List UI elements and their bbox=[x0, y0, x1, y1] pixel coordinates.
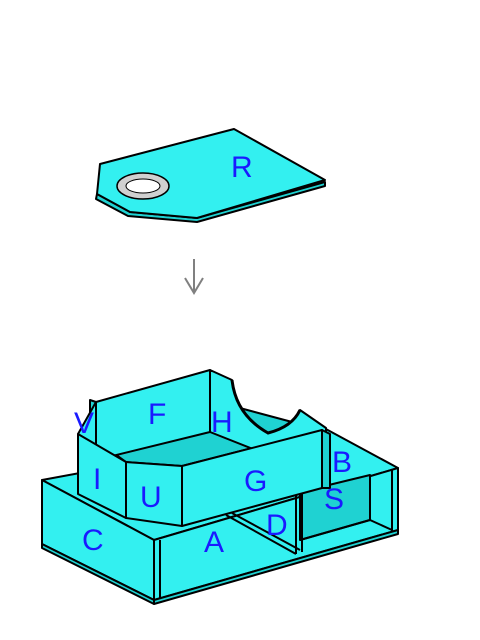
label-s: S bbox=[324, 483, 344, 516]
label-a: A bbox=[204, 526, 224, 559]
upper-walls bbox=[77, 369, 331, 527]
label-i: I bbox=[93, 463, 101, 496]
label-v: V bbox=[74, 407, 94, 440]
part-r-plate: R bbox=[95, 128, 326, 223]
label-h: H bbox=[211, 406, 233, 439]
label-g: G bbox=[244, 465, 267, 498]
label-c: C bbox=[82, 524, 104, 557]
down-arrow-icon bbox=[184, 259, 204, 295]
label-r: R bbox=[231, 151, 253, 184]
label-f: F bbox=[148, 398, 166, 431]
label-b: B bbox=[332, 446, 352, 479]
label-u: U bbox=[140, 481, 162, 514]
label-d: D bbox=[266, 509, 288, 542]
